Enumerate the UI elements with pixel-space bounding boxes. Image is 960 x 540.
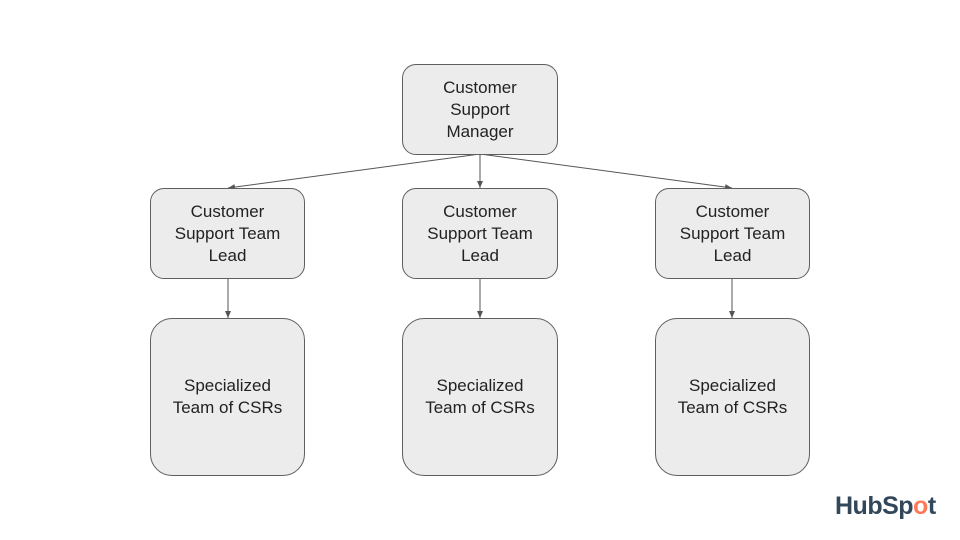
logo-text: HubSp: [835, 492, 914, 520]
node-lead-3: Customer Support Team Lead: [655, 188, 810, 279]
node-team-1: Specialized Team of CSRs: [150, 318, 305, 476]
node-lead-1: Customer Support Team Lead: [150, 188, 305, 279]
node-label: Specialized Team of CSRs: [677, 376, 788, 417]
sprocket-icon: o: [913, 492, 928, 520]
node-label: Customer Support Team Lead: [174, 201, 281, 265]
logo-text-end: t: [927, 492, 936, 520]
hubspot-logo: HubSpot: [835, 492, 936, 521]
node-team-3: Specialized Team of CSRs: [655, 318, 810, 476]
node-label: Specialized Team of CSRs: [172, 376, 283, 417]
node-label: Customer Support Team Lead: [679, 201, 786, 265]
node-label: Customer Support Team Lead: [427, 201, 533, 265]
node-manager: Customer Support Manager: [402, 64, 558, 155]
edge-manager-lead3: [479, 153, 733, 191]
node-team-2: Specialized Team of CSRs: [402, 318, 558, 476]
edge-manager-lead1: [227, 153, 481, 191]
node-lead-2: Customer Support Team Lead: [402, 188, 558, 279]
node-label: Specialized Team of CSRs: [425, 376, 535, 417]
node-label: Customer Support Manager: [443, 77, 517, 141]
